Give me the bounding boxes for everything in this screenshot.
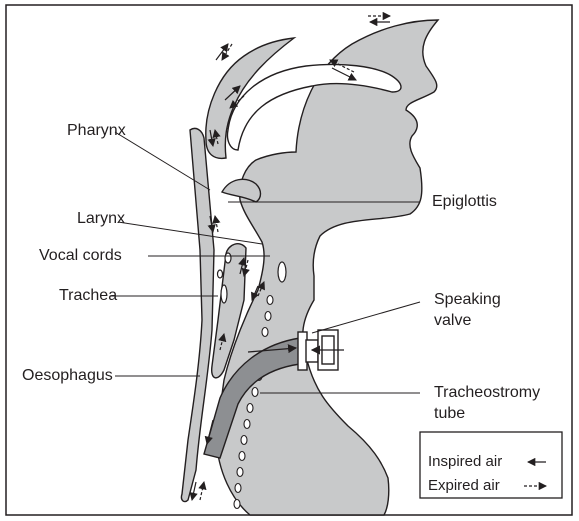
label-speaking-valve-2: valve <box>434 311 471 330</box>
label-vocal-cords: Vocal cords <box>39 246 122 265</box>
legend-inspired-label: Inspired air <box>428 453 502 471</box>
label-pharynx: Pharynx <box>67 121 126 140</box>
label-larynx: Larynx <box>77 209 125 228</box>
label-oesophagus: Oesophagus <box>22 366 113 385</box>
label-speaking-valve-1: Speaking <box>434 290 501 309</box>
label-tracheostomy-2: tube <box>434 404 465 423</box>
label-trachea: Trachea <box>59 286 117 305</box>
legend-expired-label: Expired air <box>428 477 500 495</box>
vocal-fold <box>278 262 286 282</box>
label-epiglottis: Epiglottis <box>432 192 497 211</box>
label-tracheostomy-1: Tracheostromy <box>434 383 540 402</box>
